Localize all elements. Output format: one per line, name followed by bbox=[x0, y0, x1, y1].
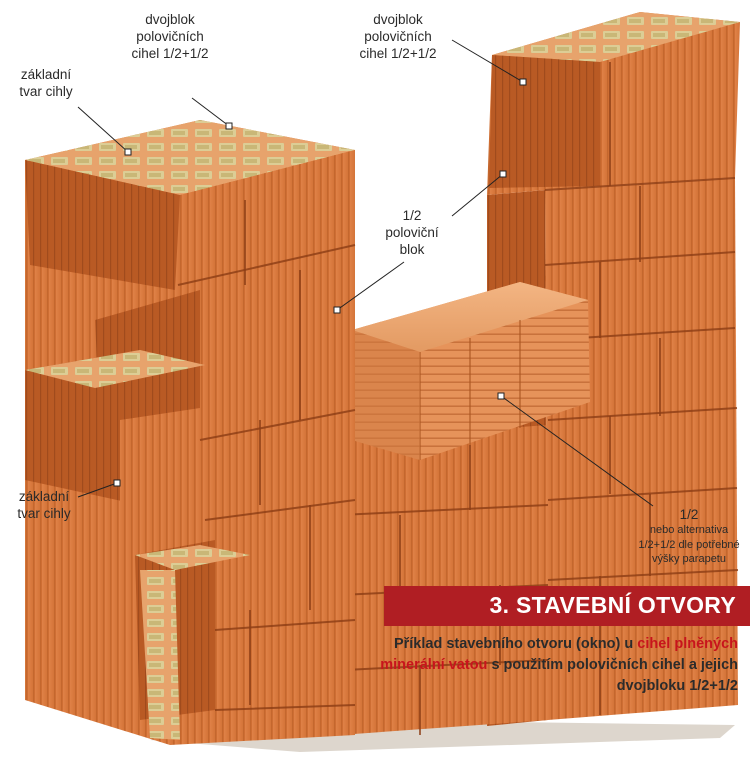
label-top-right: dvojblok polovičních cihel 1/2+1/2 bbox=[338, 11, 458, 62]
caption-highlight: cihel plněných minerální vatou bbox=[380, 636, 738, 673]
label-line: dvojblok bbox=[373, 12, 423, 27]
label-line: 1/2+1/2 dle potřebné bbox=[638, 538, 740, 551]
label-line: základní bbox=[20, 67, 72, 82]
label-line: dvojblok bbox=[145, 12, 195, 27]
label-line: nebo alternativa bbox=[649, 524, 729, 536]
caption-text: Příklad stavebního otvoru (okno) u bbox=[393, 636, 638, 652]
label-left-lower: základní tvar cihly bbox=[4, 488, 84, 522]
leader-lines bbox=[77, 39, 654, 507]
label-right-half: 1/2 nebo alternativa 1/2+1/2 dle potřebn… bbox=[628, 506, 750, 567]
caption: Příklad stavebního otvoru (okno) u cihel… bbox=[358, 634, 738, 697]
left-pier bbox=[25, 120, 356, 745]
label-line: polovičních bbox=[136, 29, 204, 44]
label-line: cihel 1/2+1/2 bbox=[359, 46, 437, 61]
section-banner: 3. STAVEBNÍ OTVORY bbox=[384, 586, 750, 626]
label-markers bbox=[113, 78, 527, 487]
label-line: cihel 1/2+1/2 bbox=[131, 46, 209, 61]
label-left-upper: základní tvar cihly bbox=[6, 66, 86, 100]
label-line: tvar cihly bbox=[17, 506, 71, 521]
label-top-left: dvojblok polovičních cihel 1/2+1/2 bbox=[110, 11, 230, 62]
label-line: polovičních bbox=[364, 29, 432, 44]
caption-text-end: s použitím polovičních cihel a jejich dv… bbox=[487, 657, 738, 694]
label-line: 1/2 bbox=[679, 507, 699, 522]
banner-title: 3. STAVEBNÍ OTVORY bbox=[489, 592, 736, 618]
label-line: 1/2 bbox=[402, 208, 422, 223]
label-line: poloviční bbox=[385, 225, 439, 240]
label-line: výšky parapetu bbox=[652, 553, 726, 565]
label-line: blok bbox=[399, 242, 425, 257]
label-middle-half-block: 1/2 poloviční blok bbox=[372, 207, 452, 258]
lower-wall bbox=[339, 282, 590, 735]
label-line: tvar cihly bbox=[19, 84, 73, 99]
label-line: základní bbox=[18, 489, 70, 504]
